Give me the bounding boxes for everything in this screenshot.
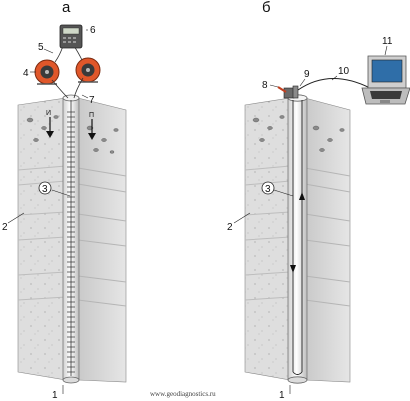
callout-right-9: 9 [304,69,310,80]
callout-right-2: 2 [227,222,233,233]
callout-left-3: 3 [42,184,48,195]
borehole-right [287,94,308,384]
callout-right-1: 1 [279,390,285,401]
callout-right-11: 11 [382,36,393,47]
callout-left-5: 5 [38,42,44,53]
panel-letter-left: а [62,0,71,16]
panel-right: б [227,0,410,401]
panel-letter-right: б [262,0,271,16]
data-cable [297,78,371,91]
electrode-ticks [67,111,75,373]
arrow-label-source: И [46,110,51,117]
watermark: www.geodiagnostics.ru [150,390,216,398]
cable-reel-left [34,59,60,85]
arrow-label-receiver: П [89,112,94,119]
callout-right-8: 8 [262,80,268,91]
callout-left-2: 2 [2,222,8,233]
arrow-receiver: П [88,112,96,140]
flow-arrow-down [290,265,296,273]
callout-left-7: 7 [89,95,95,106]
leader-lines-left [7,29,89,394]
callout-right-10: 10 [338,66,350,77]
callout-right-3-ring [261,181,275,195]
cable-reel-right [75,57,101,83]
callout-left-4: 4 [23,68,29,79]
borehole-left [62,94,80,384]
measuring-device [59,24,83,49]
callout-right-3: 3 [265,184,271,195]
panel-left: а [2,0,127,401]
callout-left-3-ring [38,181,52,195]
callout-left-6: 6 [90,25,96,36]
leader-lines-right [233,45,388,394]
probe-head [277,85,299,99]
laptop-case [361,55,410,105]
callout-left-1: 1 [52,390,58,401]
rock-block-right [244,97,351,383]
arrow-source: И [46,110,54,138]
flow-arrow-up [299,192,305,200]
